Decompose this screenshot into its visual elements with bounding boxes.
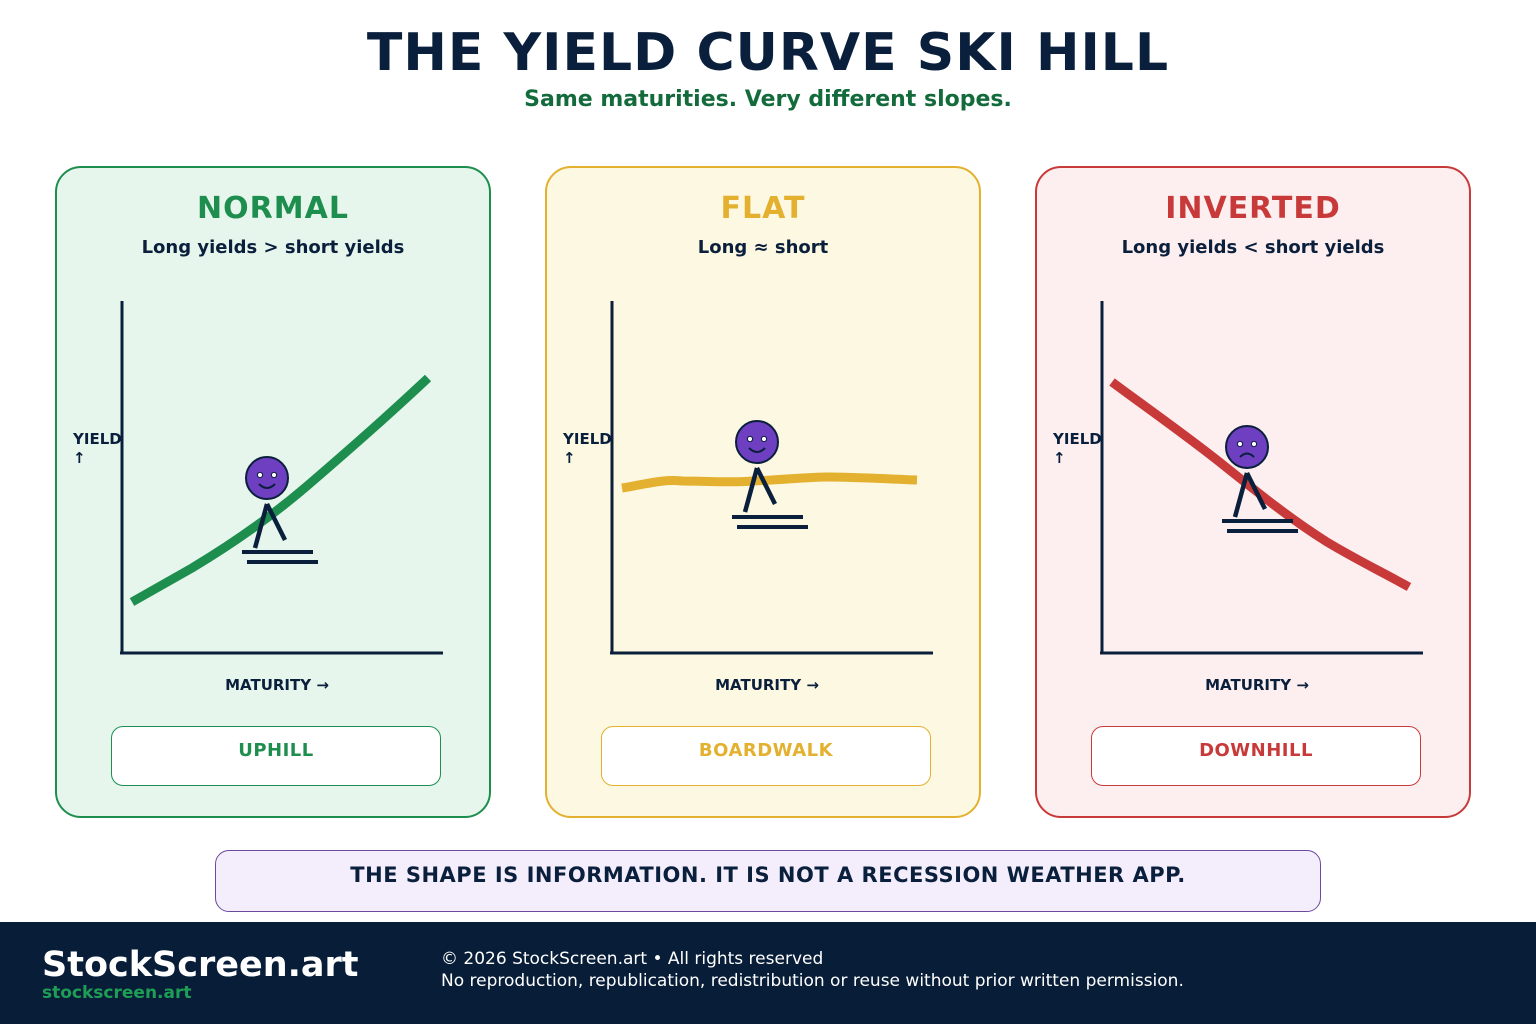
x-axis-label: MATURITY → [715,676,819,694]
skier-head [245,456,289,500]
y-axis-label: YIELD↑ [1053,430,1102,467]
y-axis-label: YIELD↑ [73,430,122,467]
panel-normal: NORMAL Long yields > short yields YIELD↑… [55,166,491,818]
skier [1222,425,1298,533]
page-title: THE YIELD CURVE SKI HILL [366,23,1170,83]
panel-flat: FLAT Long ≈ short YIELD↑ MATURITY → BOAR… [545,166,981,818]
skier [242,456,318,564]
panel-title: INVERTED [1165,191,1341,226]
x-axis-label: MATURITY → [1205,676,1309,694]
up-arrow-icon: ↑ [563,449,576,467]
skier-head [735,420,779,464]
slope-tag: UPHILL [111,726,441,786]
up-arrow-icon: ↑ [1053,449,1066,467]
panel-subtitle: Long ≈ short [697,237,829,258]
panel-inverted: INVERTED Long yields < short yields YIEL… [1035,166,1471,818]
panel-subtitle: Long yields > short yields [141,237,405,258]
yield-plot [610,301,933,655]
skier-left-leg [742,467,760,513]
skier-right-eye [760,435,768,443]
skier [732,420,808,529]
skier-mouth [1239,452,1255,458]
rights-notice: No reproduction, republication, redistri… [441,971,1184,991]
yield-curve [1109,378,1412,591]
skier-left-eye [256,471,264,479]
slope-tag: BOARDWALK [601,726,931,786]
y-axis-label: YIELD↑ [563,430,612,467]
slope-tag: DOWNHILL [1091,726,1421,786]
yield-curve [621,472,918,493]
skier-right-leg [1244,471,1268,511]
panel-title: NORMAL [197,191,349,226]
yield-curve [129,374,432,606]
panel-title: FLAT [720,191,806,226]
skier-left-leg [252,503,270,549]
x-axis-label: MATURITY → [225,676,329,694]
panel-subtitle: Long yields < short yields [1121,237,1385,258]
takeaway-banner: THE SHAPE IS INFORMATION. IT IS NOT A RE… [215,850,1321,912]
skier-right-leg [754,466,778,506]
skier-head [1225,425,1269,469]
brand-url[interactable]: stockscreen.art [42,983,192,1003]
skier-left-leg [1232,472,1250,518]
skier-mouth [258,483,276,489]
yield-plot [1100,301,1423,655]
up-arrow-icon: ↑ [73,449,86,467]
skier-left-eye [746,435,754,443]
skier-right-leg [264,502,288,542]
yield-plot [120,301,443,655]
page-subtitle: Same maturities. Very different slopes. [524,87,1012,112]
skier-left-eye [1236,440,1244,448]
copyright-text: © 2026 StockScreen.art • All rights rese… [441,949,824,969]
skier-right-eye [270,471,278,479]
footer: StockScreen.art stockscreen.art © 2026 S… [0,922,1536,1024]
brand-name: StockScreen.art [42,945,359,985]
skier-right-eye [1250,440,1258,448]
skier-mouth [748,447,766,453]
